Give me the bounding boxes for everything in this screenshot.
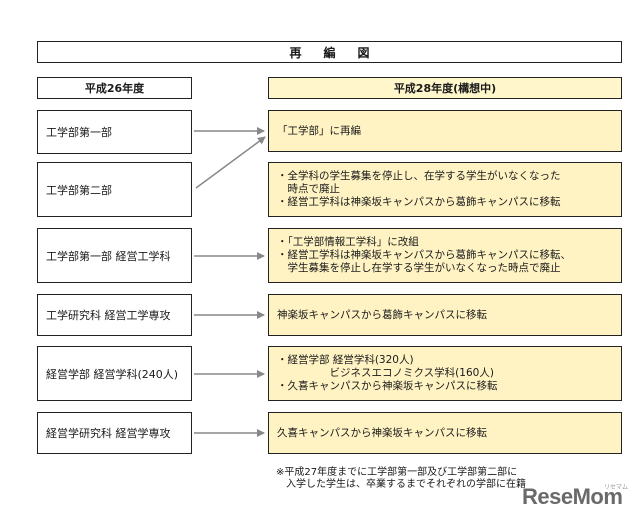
after-box-3: ・「工学部情報工学科」に改組 ・経営工学科は神楽坂キャンパスから葛飾キャンパスに… xyxy=(268,228,622,283)
after-box-1: 「工学部」に再編 xyxy=(268,110,622,152)
after-box-line: 時点で廃止 xyxy=(277,183,340,195)
after-box-line: 久喜キャンパスから神楽坂キャンパスに移転 xyxy=(277,426,487,439)
after-box-line: 神楽坂キャンパスから葛飾キャンパスに移転 xyxy=(277,308,487,321)
after-box-line: ・経営工学科は神楽坂キャンパスから葛飾キャンパスに移転、 xyxy=(277,249,571,261)
logo-text: ReseMom xyxy=(522,484,623,509)
after-box-line: ・「工学部情報工学科」に改組 xyxy=(277,236,419,248)
footnote: ※平成27年度までに工学部第一部及び工学部第二部に 入学した学生は、卒業するまで… xyxy=(276,467,576,491)
before-box-engineering-grad: 工学研究科 経営工学専攻 xyxy=(37,294,192,336)
after-box-line: ・経営工学科は神楽坂キャンパスから葛飾キャンパスに移転 xyxy=(277,196,561,208)
after-box-line: ・経営学部 経営学科(320人) xyxy=(277,354,414,366)
resemom-logo: リセマム ReseMom xyxy=(522,484,634,518)
top-note xyxy=(500,0,640,10)
after-box-line: ビジネスエコノミクス学科(160人) xyxy=(277,367,494,379)
diagram-title: 再編図 xyxy=(37,41,622,63)
before-box-management-engineering: 工学部第一部 経営工学科 xyxy=(37,228,192,283)
header-after: 平成28年度(構想中) xyxy=(268,77,622,99)
footnote-line: 入学した学生は、卒業するまでそれぞれの学部に在籍 xyxy=(276,479,526,490)
before-box-engineering-1: 工学部第一部 xyxy=(37,110,192,154)
before-box-engineering-2: 工学部第二部 xyxy=(37,162,192,217)
header-before: 平成26年度 xyxy=(37,77,192,99)
footnote-line: ※平成27年度までに工学部第一部及び工学部第二部に xyxy=(276,467,518,478)
arrow-2 xyxy=(195,136,266,189)
after-box-line: 学生募集を停止し在学する学生がいなくなった時点で廃止 xyxy=(277,262,561,274)
after-box-line: 「工学部」に再編 xyxy=(277,124,361,137)
after-box-2: ・全学科の学生募集を停止し、在学する学生がいなくなった 時点で廃止 ・経営工学科… xyxy=(268,162,622,217)
before-box-management-faculty: 経営学部 経営学科(240人) xyxy=(37,346,192,401)
after-box-line: ・全学科の学生募集を停止し、在学する学生がいなくなった xyxy=(277,170,561,182)
after-box-line: ・久喜キャンパスから神楽坂キャンパスに移転 xyxy=(277,380,498,392)
logo-kana: リセマム xyxy=(603,484,628,491)
before-box-management-grad: 経営学研究科 経営学専攻 xyxy=(37,412,192,454)
after-box-5: ・経営学部 経営学科(320人) ビジネスエコノミクス学科(160人) ・久喜キ… xyxy=(268,346,622,401)
after-box-4: 神楽坂キャンパスから葛飾キャンパスに移転 xyxy=(268,294,622,336)
after-box-6: 久喜キャンパスから神楽坂キャンパスに移転 xyxy=(268,412,622,454)
